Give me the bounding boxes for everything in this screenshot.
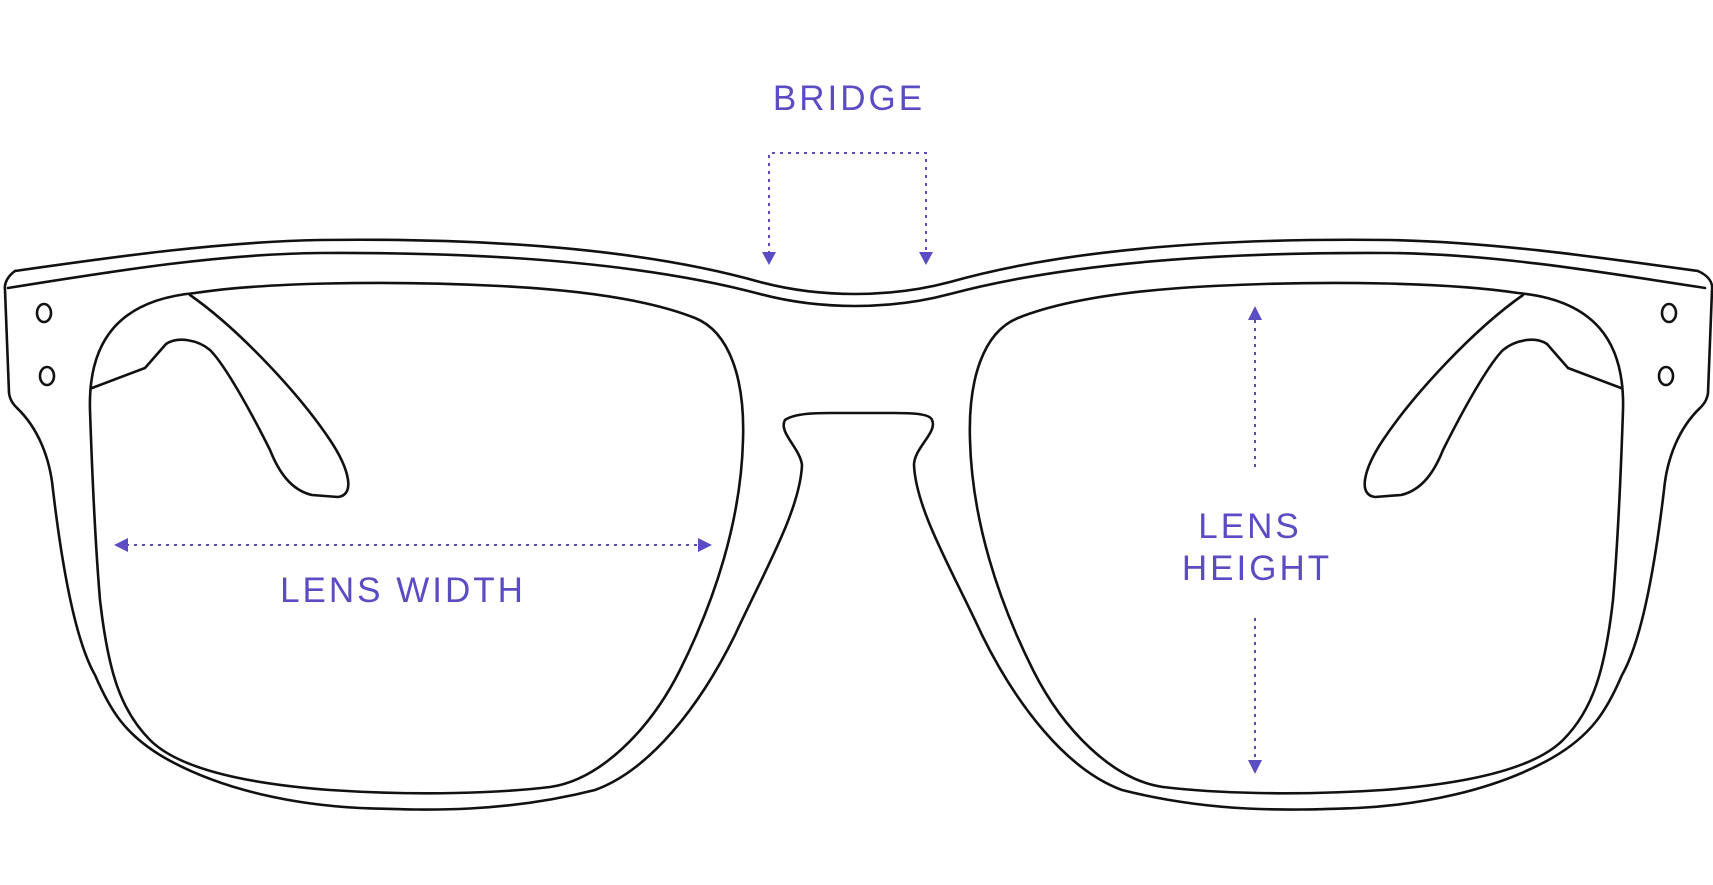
left-temple-arm <box>90 293 350 499</box>
bridge-measurement: BRIDGE <box>762 79 933 265</box>
left-hinge-rivet-bottom <box>38 365 56 387</box>
right-lens-outline <box>968 281 1625 795</box>
lens-width-label: LENS WIDTH <box>280 571 526 610</box>
right-temple-arm <box>1363 293 1623 499</box>
bridge-left-arrowhead <box>762 252 776 265</box>
right-hinge-rivet-top <box>1660 302 1678 324</box>
left-lens-outline <box>88 281 745 795</box>
frame-top-outer <box>13 238 1700 296</box>
frame-left-outer <box>3 269 1713 811</box>
lens-height-label-line1: LENS <box>1198 507 1301 546</box>
glasses-frame <box>3 238 1713 811</box>
frame-top-inner <box>6 251 1707 308</box>
lens-height-measurement: LENS HEIGHT <box>1182 306 1332 774</box>
right-hinge-rivet-bottom <box>1657 365 1675 387</box>
lens-height-top-arrowhead <box>1248 306 1262 320</box>
left-hinge-rivet-top <box>35 302 53 324</box>
bridge-right-arrowhead <box>919 252 933 265</box>
bridge-label: BRIDGE <box>773 79 925 118</box>
lens-width-measurement: LENS WIDTH <box>114 538 712 610</box>
lens-height-label-line2: HEIGHT <box>1182 549 1332 588</box>
lens-height-bottom-arrowhead <box>1248 760 1262 774</box>
lens-width-left-arrowhead <box>114 538 128 552</box>
lens-width-right-arrowhead <box>698 538 712 552</box>
bridge-bracket-line <box>768 152 927 254</box>
